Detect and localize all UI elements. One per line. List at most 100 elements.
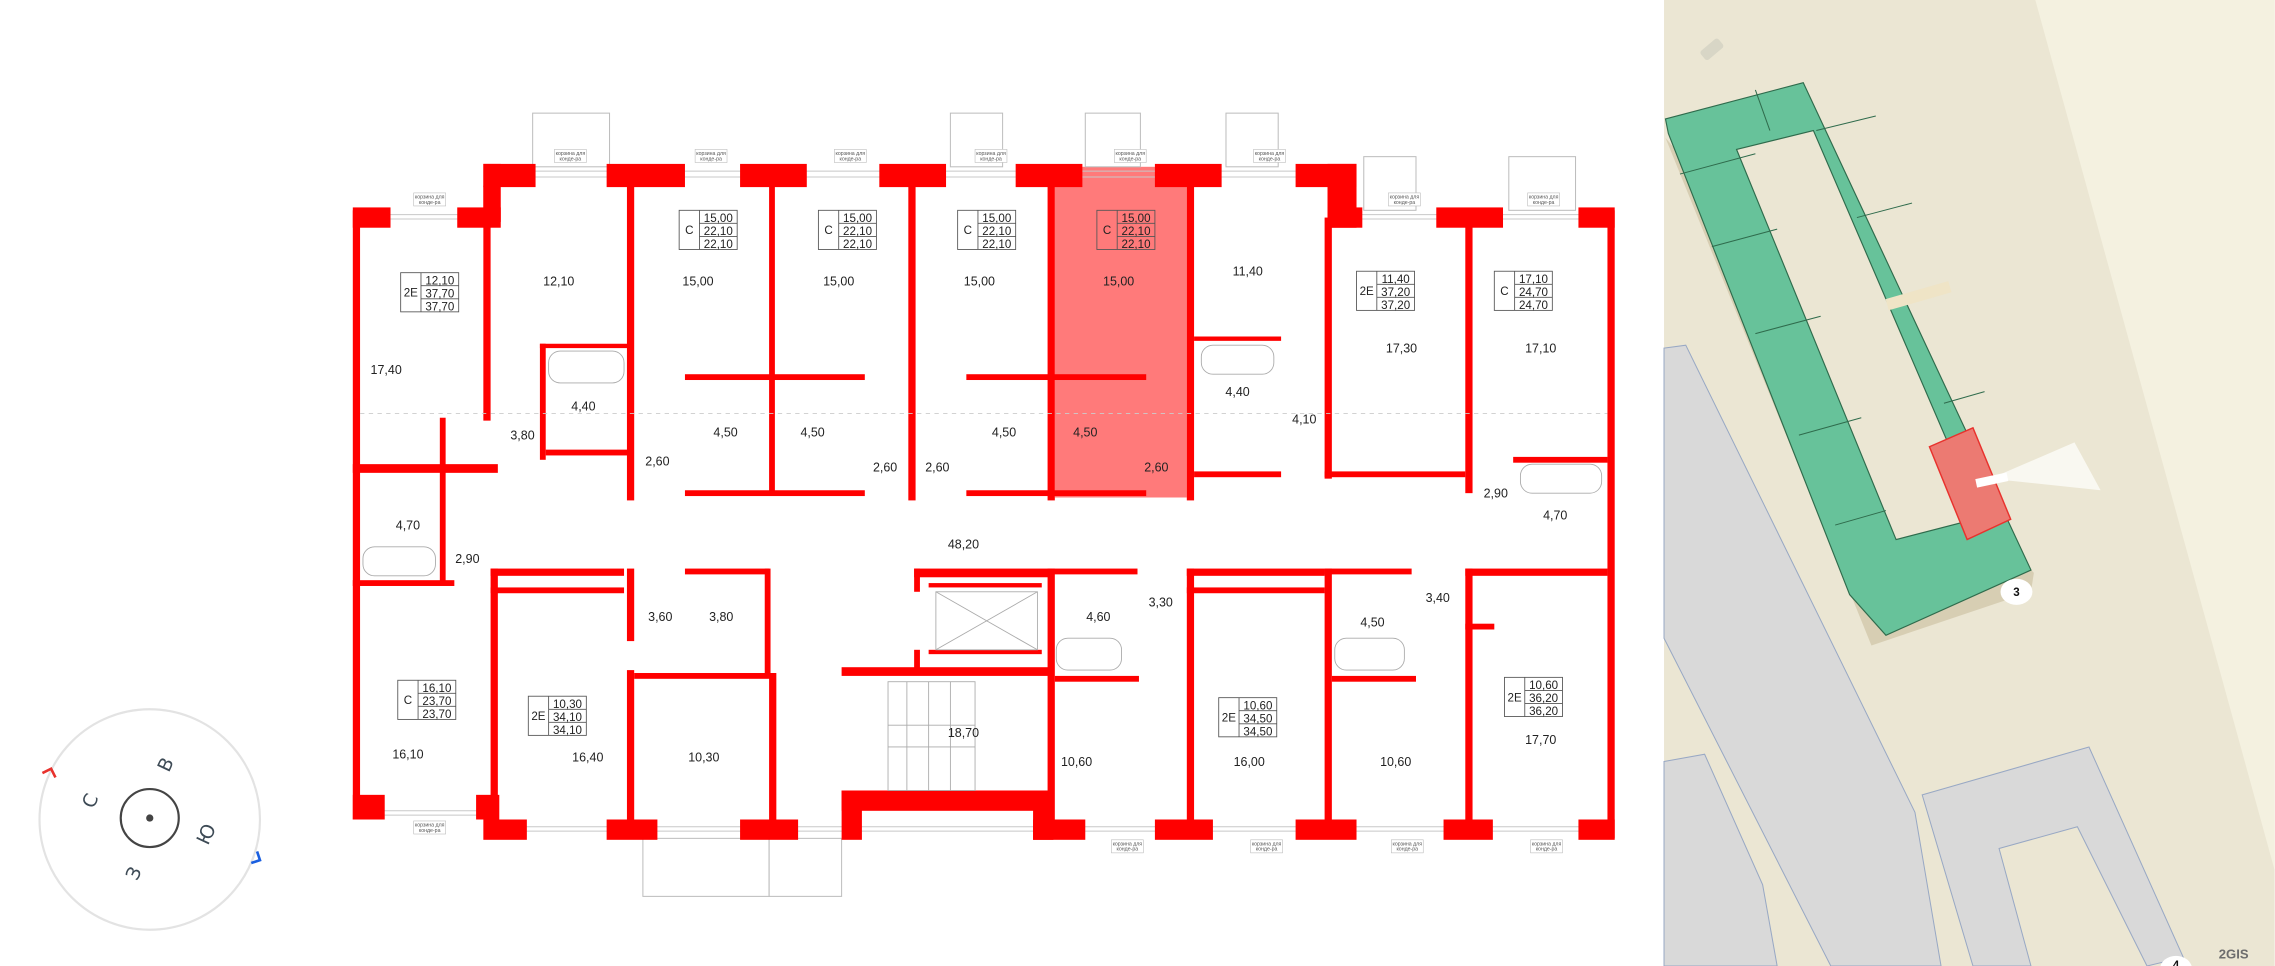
apartment-total: 24,70 (1519, 286, 1548, 299)
apartment-living: 15,00 (1122, 212, 1151, 225)
apartment-living: 11,40 (1382, 273, 1410, 286)
apartment-total2: 34,50 (1243, 725, 1272, 738)
walls (352, 163, 1615, 840)
svg-text:конде-ра: конде-ра (1394, 200, 1416, 206)
compass-marker-right-icon (250, 851, 262, 865)
apartment-total2: 22,10 (704, 238, 733, 251)
svg-text:конде-ра: конде-ра (1259, 156, 1281, 162)
apartment-total: 22,10 (843, 225, 872, 238)
building-number-2: 4 (2173, 959, 2180, 966)
svg-text:корзина для: корзина для (1532, 841, 1562, 847)
apartment-type: 2E (1222, 712, 1236, 725)
room-area: 2,60 (925, 460, 949, 474)
room-area: 15,00 (1103, 275, 1134, 289)
room-area: 4,40 (1225, 385, 1249, 399)
room-area: 17,70 (1525, 733, 1556, 747)
svg-text:конде-ра: конде-ра (839, 156, 861, 162)
apartment-living: 17,10 (1519, 273, 1548, 286)
room-area: 4,60 (1086, 610, 1110, 624)
room-area: 16,10 (392, 748, 423, 762)
svg-text:корзина для: корзина для (415, 822, 445, 828)
room-area: 4,50 (800, 426, 824, 440)
svg-text:корзина для: корзина для (415, 194, 445, 200)
room-area: 3,40 (1426, 591, 1450, 605)
balconies (532, 112, 1577, 897)
room-area: 11,40 (1233, 265, 1263, 279)
svg-text:конде-ра: конде-ра (700, 156, 722, 162)
room-area: 4,10 (1292, 413, 1316, 427)
apartment-living: 15,00 (704, 212, 733, 225)
svg-text:корзина для: корзина для (1115, 151, 1145, 157)
site-map[interactable]: 3 4 2GIS (1663, 0, 2275, 966)
apartment-total2: 22,10 (843, 238, 872, 251)
building-number-badge-2[interactable] (2160, 955, 2192, 966)
apartment-type: C (1500, 285, 1508, 298)
svg-text:конде-ра: конде-ра (1256, 847, 1278, 853)
svg-text:корзина для: корзина для (1252, 841, 1282, 847)
svg-text:конде-ра: конде-ра (419, 828, 441, 834)
apartment-type: 2E (1360, 285, 1374, 298)
svg-text:корзина для: корзина для (1390, 194, 1420, 200)
compass-west: З (123, 864, 147, 884)
apartment-type: 2E (404, 287, 418, 300)
selected-apartment-highlight[interactable] (1054, 166, 1187, 498)
room-labels: 12,10 15,00 15,00 15,00 15,00 11,40 17,3… (371, 265, 1568, 769)
room-area: 4,50 (1073, 426, 1097, 440)
room-area: 3,30 (1149, 595, 1173, 609)
room-area: 17,30 (1386, 341, 1417, 355)
room-area: 2,60 (873, 460, 897, 474)
room-area: 3,60 (648, 610, 672, 624)
room-area: 2,90 (455, 552, 479, 566)
room-area: 4,50 (713, 426, 737, 440)
compass-north: С (79, 791, 104, 812)
svg-text:корзина для: корзина для (1255, 151, 1285, 157)
building-number-badge[interactable] (2000, 578, 2033, 605)
room-area: 4,50 (992, 426, 1016, 440)
room-area: 3,80 (510, 428, 534, 442)
room-area: 10,30 (688, 750, 719, 764)
room-area: 4,40 (571, 399, 595, 413)
apartment-type: C (685, 224, 693, 237)
svg-text:конде-ра: конде-ра (1396, 847, 1418, 853)
apartment-total2: 22,10 (982, 238, 1011, 251)
apartment-type: C (1103, 224, 1111, 237)
room-area: 15,00 (682, 275, 713, 289)
map-building-other (1663, 753, 1778, 966)
svg-text:конде-ра: конде-ра (1533, 200, 1555, 206)
apartment-living: 12,10 (425, 274, 454, 287)
apartment-total2: 24,70 (1519, 299, 1548, 312)
apartment-info-boxes: 2E12,1037,7037,70C15,0022,1022,10C15,002… (397, 209, 1563, 739)
apartment-total: 22,10 (1122, 225, 1151, 238)
room-area: 16,40 (572, 750, 603, 764)
room-area: 4,70 (1543, 508, 1567, 522)
windows (360, 170, 1611, 832)
svg-text:корзина для: корзина для (556, 151, 586, 157)
apartment-total: 22,10 (704, 225, 733, 238)
apartment-total: 22,10 (982, 225, 1011, 238)
room-area: 15,00 (964, 275, 995, 289)
apartment-type: C (964, 224, 972, 237)
svg-text:корзина для: корзина для (1113, 841, 1143, 847)
apartment-total2: 22,10 (1122, 238, 1151, 251)
room-area: 4,50 (1360, 616, 1384, 630)
compass[interactable]: С В Ю З (38, 708, 262, 931)
apartment-type: C (824, 224, 832, 237)
map-selected-section[interactable] (1928, 426, 2012, 541)
